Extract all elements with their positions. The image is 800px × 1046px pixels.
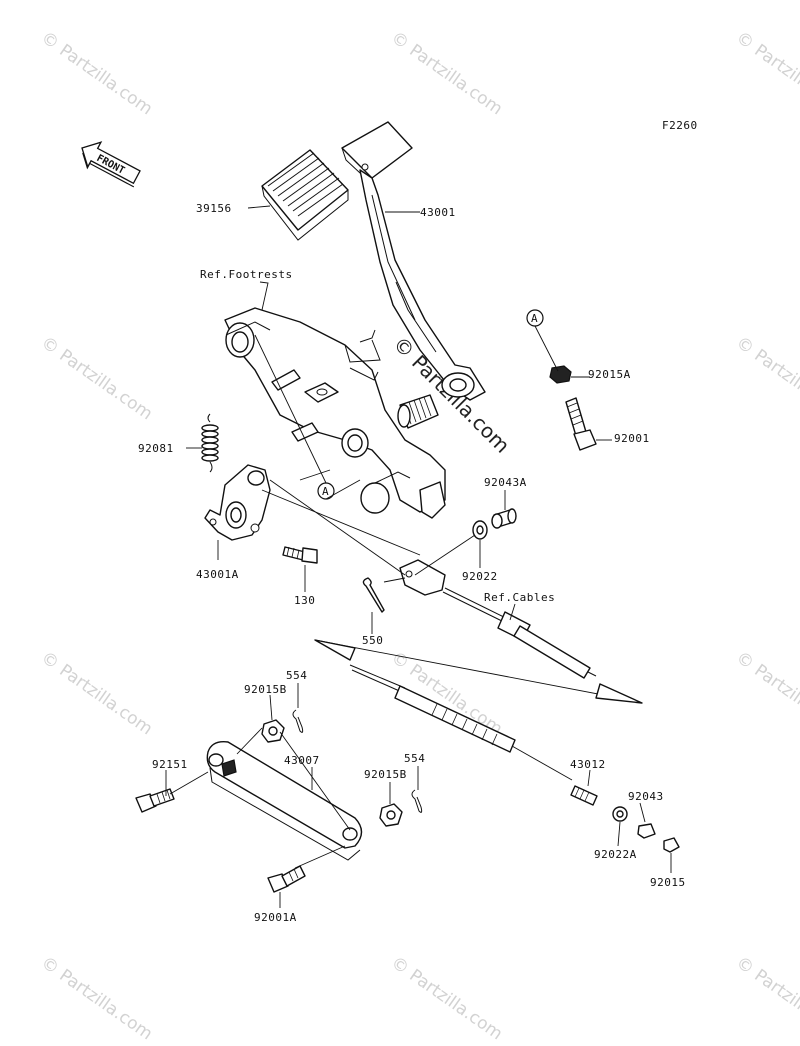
watermark: © Partzilla.com — [387, 953, 506, 1045]
nut-92015B-lower — [379, 803, 403, 827]
watermark: © Partzilla.com — [732, 953, 800, 1045]
label-ref-footrests: Ref.Footrests — [200, 268, 293, 281]
label-554-upper: 554 — [286, 669, 307, 682]
label-92081: 92081 — [138, 442, 174, 455]
label-92015A: 92015A — [588, 368, 631, 381]
label-43001A: 43001A — [196, 568, 239, 581]
label-550: 550 — [362, 634, 383, 647]
clip-554-lower — [411, 789, 423, 813]
brake-rod-43012 — [349, 664, 598, 806]
bolt-130 — [282, 546, 318, 564]
watermark: © Partzilla.com — [37, 28, 156, 120]
clevis-and-cable-upper — [399, 559, 597, 679]
watermarks: © Partzilla.com © Partzilla.com © Partzi… — [37, 28, 800, 1045]
bolt-92151 — [135, 788, 175, 813]
label-43001: 43001 — [420, 206, 456, 219]
nut-92043 — [637, 823, 656, 839]
cable-direction-arrow — [314, 639, 643, 704]
bolt-92001 — [565, 397, 597, 451]
watermark: © Partzilla.com — [732, 648, 800, 740]
nut-92015 — [663, 837, 680, 853]
front-arrow-icon: FRONT — [81, 141, 141, 188]
label-92151: 92151 — [152, 758, 188, 771]
cotter-pin-550 — [362, 577, 385, 613]
label-130: 130 — [294, 594, 315, 607]
bolt-92001A — [267, 865, 306, 893]
diagram-code: F2260 — [662, 119, 698, 132]
callout-a-lower: A — [317, 482, 335, 500]
label-92043: 92043 — [628, 790, 664, 803]
brake-lever-43001A — [204, 464, 271, 541]
washer-92022A — [612, 806, 628, 822]
label-39156: 39156 — [196, 202, 232, 215]
label-43007: 43007 — [284, 754, 320, 767]
label-92043A: 92043A — [484, 476, 527, 489]
watermark: © Partzilla.com — [37, 333, 156, 425]
link-rod-43007 — [206, 741, 363, 861]
label-92001: 92001 — [614, 432, 650, 445]
part-labels: 39156 43001 Ref.Footrests 92015A 92001 9… — [138, 202, 686, 924]
label-92015B-upper: 92015B — [244, 683, 287, 696]
nut-92015A — [549, 365, 572, 384]
washer-92022 — [472, 520, 488, 540]
label-ref-cables: Ref.Cables — [484, 591, 555, 604]
watermark: © Partzilla.com — [37, 953, 156, 1045]
label-92015B-lower: 92015B — [364, 768, 407, 781]
clip-554-upper — [292, 709, 304, 733]
callout-a-upper: A — [526, 309, 544, 327]
label-92022A: 92022A — [594, 848, 637, 861]
pedal-pad-39156 — [261, 149, 349, 241]
svg-text:A: A — [322, 485, 329, 498]
pin-92043A — [491, 508, 517, 529]
leader-lines — [165, 205, 672, 908]
label-554-lower: 554 — [404, 752, 425, 765]
label-43012: 43012 — [570, 758, 606, 771]
label-92015: 92015 — [650, 876, 686, 889]
brake-pedal-43001 — [341, 121, 486, 429]
footrest-bracket — [224, 307, 446, 519]
watermark: © Partzilla.com — [387, 28, 506, 120]
watermark: © Partzilla.com — [37, 648, 156, 740]
watermark: © Partzilla.com — [732, 28, 800, 120]
watermark: © Partzilla.com — [732, 333, 800, 425]
svg-text:A: A — [531, 312, 538, 325]
label-92001A: 92001A — [254, 911, 297, 924]
nut-92015B-upper — [261, 719, 285, 743]
return-spring-92081 — [201, 413, 219, 473]
label-92022: 92022 — [462, 570, 498, 583]
